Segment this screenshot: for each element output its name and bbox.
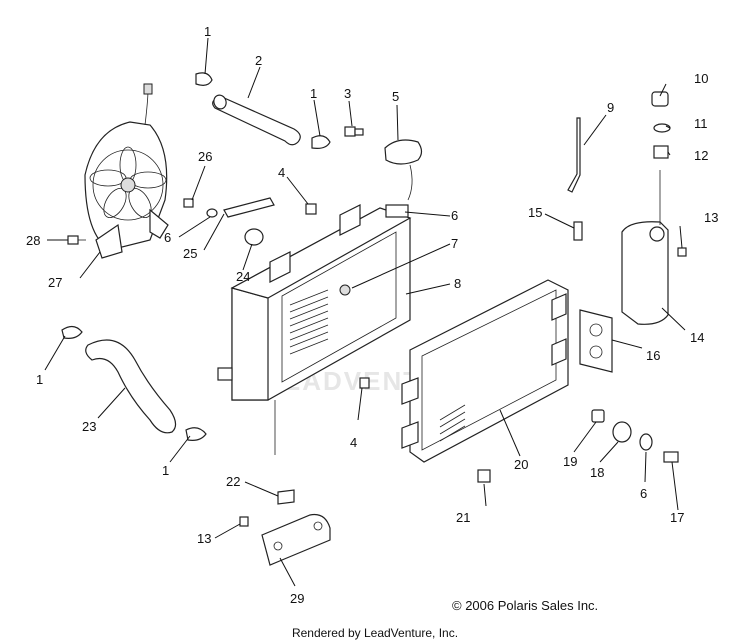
fitting-15 bbox=[573, 221, 583, 241]
plate-16 bbox=[579, 309, 613, 373]
nut-4-bottom bbox=[359, 377, 370, 389]
callout-8: 8 bbox=[454, 276, 461, 291]
overflow-bottle-14 bbox=[621, 170, 669, 325]
lower-hose-23 bbox=[85, 339, 177, 434]
callout-2: 2 bbox=[255, 53, 262, 68]
collar-12 bbox=[653, 145, 669, 159]
callout-5: 5 bbox=[392, 89, 399, 104]
panel-20 bbox=[401, 279, 569, 463]
cap-10 bbox=[651, 91, 669, 107]
callout-6: 6 bbox=[164, 230, 171, 245]
clamp-1-top bbox=[195, 72, 213, 86]
callout-22: 22 bbox=[226, 474, 240, 489]
callout-11: 11 bbox=[694, 116, 708, 131]
callout-26: 26 bbox=[198, 149, 212, 164]
grommet-24 bbox=[244, 228, 264, 246]
radiator-cap-5 bbox=[384, 139, 423, 201]
rendered-by-credit: Rendered by LeadVenture, Inc. bbox=[291, 626, 459, 640]
callout-29: 29 bbox=[290, 591, 304, 606]
callout-24: 24 bbox=[236, 269, 250, 284]
callout-20: 20 bbox=[514, 457, 528, 472]
callout-4: 4 bbox=[350, 435, 357, 450]
callout-23: 23 bbox=[82, 419, 96, 434]
callout-numbers: 1 2 1 3 5 26 4 6 25 24 6 7 8 28 27 1 23 … bbox=[26, 24, 718, 606]
callout-1: 1 bbox=[204, 24, 211, 39]
hose-2 bbox=[212, 94, 301, 146]
washer-6-right bbox=[639, 433, 653, 451]
radiator-8 bbox=[217, 204, 412, 455]
callout-15: 15 bbox=[528, 205, 542, 220]
callout-1: 1 bbox=[310, 86, 317, 101]
bolt-28 bbox=[67, 235, 86, 245]
callout-17: 17 bbox=[670, 510, 684, 525]
callout-19: 19 bbox=[563, 454, 577, 469]
bolt-26 bbox=[183, 198, 218, 218]
bracket-25 bbox=[223, 197, 275, 218]
bracket-29 bbox=[261, 513, 331, 566]
callout-7: 7 bbox=[451, 236, 458, 251]
drain-plug-7 bbox=[339, 284, 351, 296]
callout-10: 10 bbox=[694, 71, 708, 86]
callout-21: 21 bbox=[456, 510, 470, 525]
callout-6: 6 bbox=[640, 486, 647, 501]
clamp-1-lower bbox=[185, 427, 207, 441]
callout-6: 6 bbox=[451, 208, 458, 223]
ring-11 bbox=[653, 123, 671, 133]
callout-25: 25 bbox=[183, 246, 197, 261]
clamp-1-left bbox=[61, 325, 83, 339]
callout-27: 27 bbox=[48, 275, 62, 290]
nut-4-top bbox=[305, 203, 317, 215]
callout-12: 12 bbox=[694, 148, 708, 163]
rod-9 bbox=[567, 117, 581, 193]
callout-9: 9 bbox=[607, 100, 614, 115]
bolt-21 bbox=[477, 469, 491, 483]
callout-13: 13 bbox=[704, 210, 718, 225]
callout-13: 13 bbox=[197, 531, 211, 546]
leader-lines bbox=[44, 37, 686, 587]
bolt-17 bbox=[663, 451, 679, 463]
grommet-18 bbox=[612, 421, 632, 443]
spacer-19 bbox=[591, 409, 605, 423]
screw-13-right bbox=[677, 247, 687, 257]
callout-1: 1 bbox=[162, 463, 169, 478]
fitting-3 bbox=[344, 126, 364, 137]
clamp-1-upper-right bbox=[311, 135, 331, 149]
callout-3: 3 bbox=[344, 86, 351, 101]
callout-14: 14 bbox=[690, 330, 704, 345]
callout-4: 4 bbox=[278, 165, 285, 180]
nut-22 bbox=[277, 489, 295, 505]
cooling-fan bbox=[84, 83, 169, 259]
callout-28: 28 bbox=[26, 233, 40, 248]
callout-18: 18 bbox=[590, 465, 604, 480]
callout-1: 1 bbox=[36, 372, 43, 387]
screw-13-bottom bbox=[239, 516, 249, 527]
callout-16: 16 bbox=[646, 348, 660, 363]
copyright-notice: © 2006 Polaris Sales Inc. bbox=[452, 598, 599, 613]
